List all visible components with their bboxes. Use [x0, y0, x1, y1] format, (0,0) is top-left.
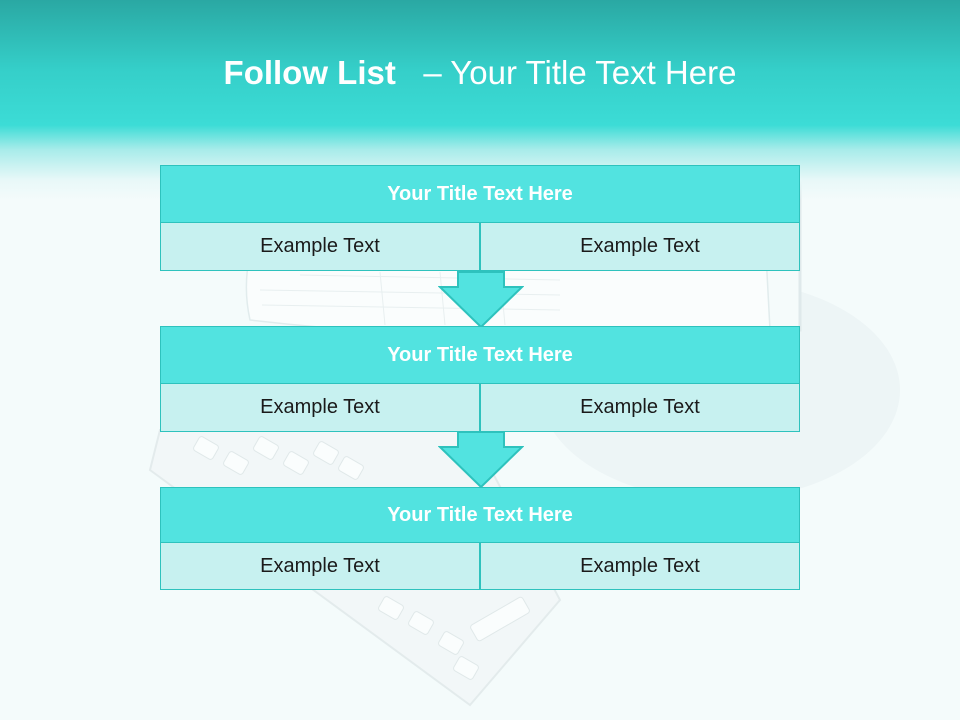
block-title: Your Title Text Here [160, 487, 800, 543]
block-right-cell: Example Text [480, 383, 800, 432]
block-title: Your Title Text Here [160, 326, 800, 384]
down-arrow-icon [438, 431, 524, 489]
block-right-cell: Example Text [480, 222, 800, 271]
title-rest-part: – Your Title Text Here [423, 54, 737, 91]
slide-title: Follow List – Your Title Text Here [0, 54, 960, 92]
block-title: Your Title Text Here [160, 165, 800, 223]
block-left-cell: Example Text [160, 383, 480, 432]
block-left-cell: Example Text [160, 542, 480, 590]
title-bold-part: Follow List [223, 54, 396, 91]
title-spacer [405, 54, 423, 91]
down-arrow-icon [438, 271, 524, 329]
block-left-cell: Example Text [160, 222, 480, 271]
block-right-cell: Example Text [480, 542, 800, 590]
